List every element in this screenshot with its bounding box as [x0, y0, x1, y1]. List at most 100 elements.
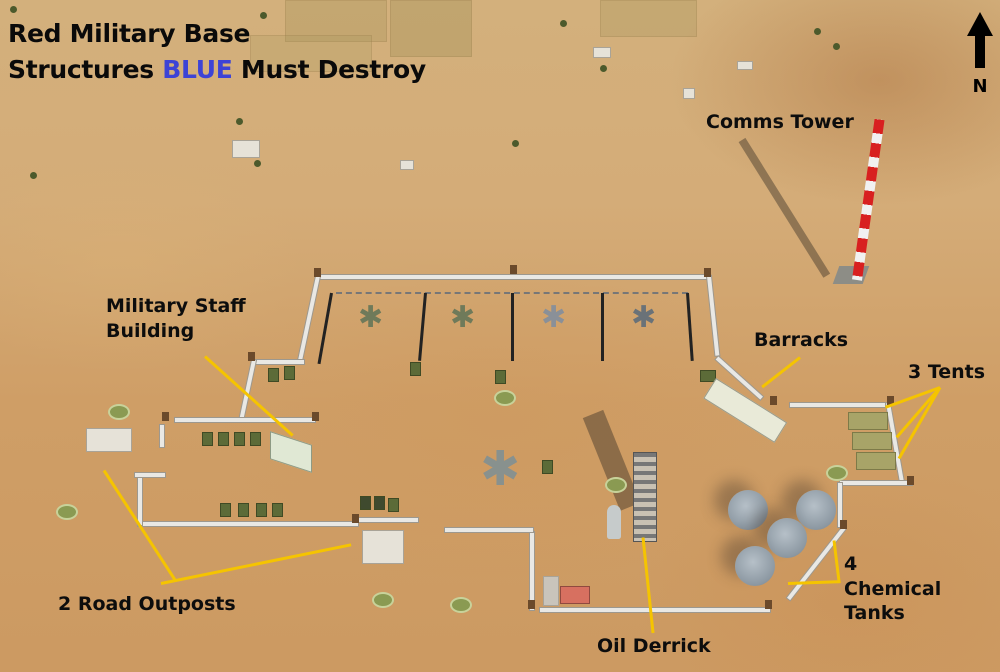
vehicle [272, 503, 283, 517]
tent[interactable] [852, 432, 892, 450]
helipad [450, 597, 472, 613]
vehicle [284, 366, 295, 380]
barracks-building[interactable] [703, 378, 788, 443]
chemical-tank[interactable] [767, 518, 807, 558]
helicopter[interactable]: ✱ [631, 300, 657, 335]
label-line: Chemical [844, 577, 942, 600]
chemical-tank[interactable] [735, 546, 775, 586]
farm-field [250, 35, 372, 72]
farm-field [285, 0, 387, 42]
label-barracks: Barracks [754, 329, 849, 351]
guard-post [162, 412, 169, 421]
comms-tower-base [832, 266, 870, 284]
label-line: Building [106, 319, 195, 342]
guard-post [352, 514, 359, 523]
small-building [737, 61, 753, 70]
leader-line-outposts [160, 543, 352, 585]
oil-derrick[interactable] [633, 452, 657, 542]
tree [236, 118, 243, 125]
guard-post [840, 520, 847, 529]
wall [254, 360, 304, 364]
leader-line-barracks [761, 356, 801, 389]
label-oil-derrick: Oil Derrick [597, 635, 711, 657]
small-building [593, 47, 611, 58]
leader-line-tanks [787, 580, 839, 585]
helicopter[interactable]: ✱ [450, 300, 476, 335]
oil-derrick-shadow [582, 409, 641, 511]
farm-field [600, 0, 697, 37]
vehicle [542, 460, 553, 474]
helipad [494, 390, 516, 406]
guard-post [528, 600, 535, 609]
tree [600, 65, 607, 72]
road-outpost[interactable] [86, 428, 132, 452]
compass: N [965, 10, 995, 100]
wall [707, 275, 720, 356]
parking-divider [317, 292, 333, 365]
label-line: Military Staff [106, 295, 246, 317]
tree [30, 172, 37, 179]
label-line: Tanks [844, 602, 905, 625]
title-highlight-blue: BLUE [162, 55, 233, 84]
leader-line-oil-derrick [641, 537, 655, 634]
title-prefix: Structures [8, 55, 154, 84]
wall [138, 475, 142, 525]
helipad [605, 477, 627, 493]
vehicle [220, 503, 231, 517]
military-staff-building[interactable] [270, 431, 312, 473]
helipad [108, 404, 130, 420]
label-line: 4 [844, 553, 858, 575]
guard-post [312, 412, 319, 421]
title-line-2: Structures BLUE Must Destroy [8, 52, 426, 88]
helicopter[interactable]: ✱ [480, 441, 521, 497]
comms-tower[interactable] [852, 118, 885, 281]
guard-post [765, 600, 772, 609]
leader-line-tanks [832, 540, 841, 584]
label-road-outposts: 2 Road Outposts [58, 593, 236, 615]
vehicle [256, 503, 267, 517]
tree [254, 160, 261, 167]
parking-divider [686, 292, 694, 361]
helicopter[interactable]: ✱ [541, 300, 567, 335]
helicopter[interactable]: ✱ [358, 300, 384, 335]
label-chemical-tanks: 4 Chemical Tanks [844, 552, 941, 626]
road-outpost[interactable] [362, 530, 404, 564]
tent[interactable] [856, 452, 896, 470]
vehicle [234, 432, 245, 446]
vehicle [250, 432, 261, 446]
vehicle [218, 432, 229, 446]
water-tower [607, 505, 621, 539]
wall [445, 528, 533, 532]
wall [840, 481, 912, 485]
guard-post [770, 396, 777, 405]
map-title: Red Military Base Structures BLUE Must D… [8, 16, 426, 88]
vehicle [238, 503, 249, 517]
guard-post [907, 476, 914, 485]
vehicle [410, 362, 421, 376]
parking-divider [418, 292, 427, 361]
wall [838, 483, 842, 527]
wall [358, 518, 418, 522]
chemical-tank[interactable] [796, 490, 836, 530]
label-military-staff-building: Military Staff Building [106, 294, 246, 343]
vehicle [495, 370, 506, 384]
vehicle [700, 370, 716, 382]
tent[interactable] [848, 412, 888, 430]
wall [135, 473, 165, 477]
label-tents: 3 Tents [908, 361, 986, 383]
tree [560, 20, 567, 27]
title-line-1: Red Military Base [8, 19, 251, 48]
small-building [683, 88, 695, 99]
tree [260, 12, 267, 19]
guard-post [887, 396, 894, 405]
tree [512, 140, 519, 147]
container [543, 576, 559, 606]
helipad [826, 465, 848, 481]
wall [318, 275, 710, 279]
vehicle [360, 496, 371, 510]
wall [138, 522, 358, 526]
label-comms-tower: Comms Tower [706, 111, 854, 133]
chemical-tank[interactable] [728, 490, 768, 530]
compass-label: N [972, 76, 988, 97]
